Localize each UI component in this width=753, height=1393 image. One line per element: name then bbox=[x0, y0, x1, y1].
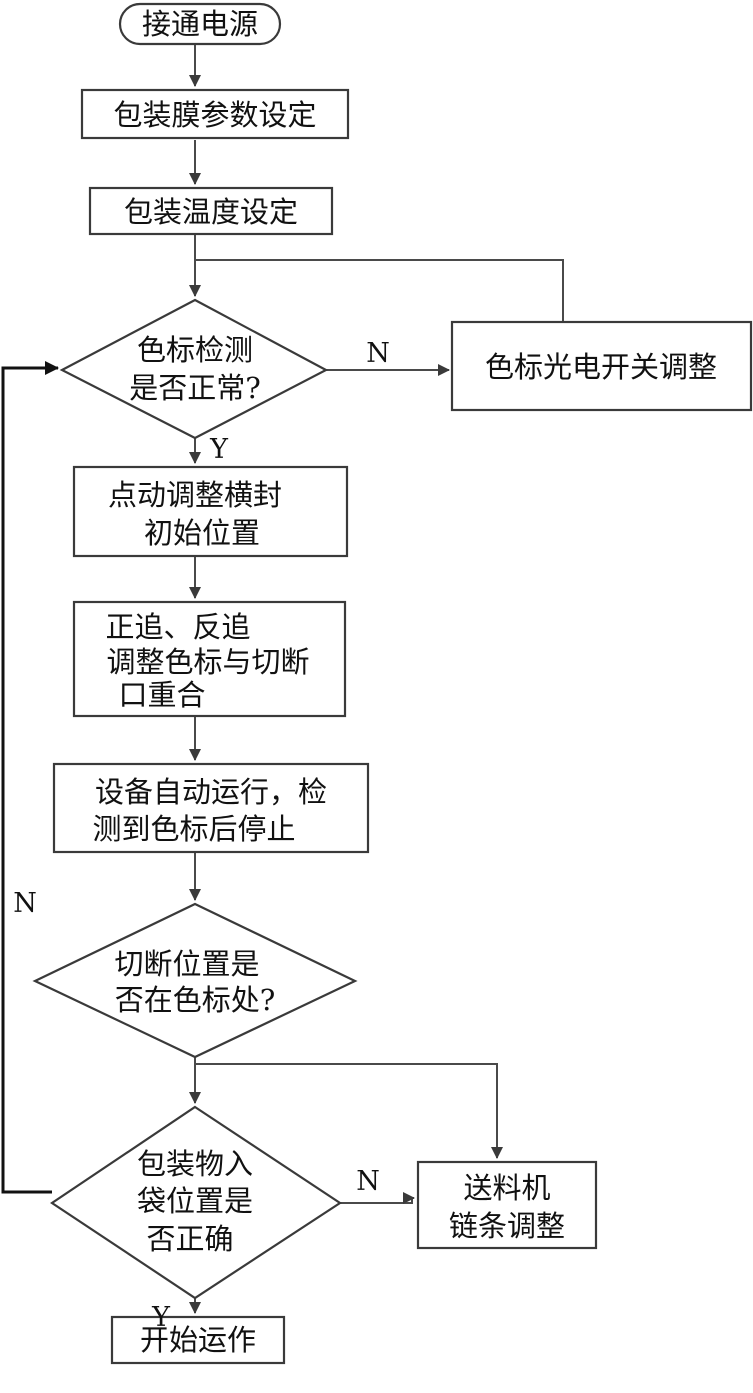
node-photo-adjust: 色标光电开关调整 bbox=[450, 320, 753, 412]
edge-bag-no bbox=[340, 1192, 415, 1204]
node-mark-check: 色标检测 是否正常? bbox=[59, 298, 329, 440]
node-cut-check: 切断位置是 否在色标处? bbox=[32, 902, 358, 1059]
node-temp-set: 包装温度设定 bbox=[88, 186, 334, 236]
node-feeder-adjust: 送料机 链条调整 bbox=[416, 1160, 598, 1250]
svg-text:开始运作: 开始运作 bbox=[140, 1323, 256, 1357]
svg-text:点动调整横封: 点动调整横封 bbox=[108, 478, 282, 512]
node-start: 接通电源 bbox=[118, 2, 282, 46]
node-film-params: 包装膜参数设定 bbox=[80, 88, 350, 140]
svg-text:是否正常?: 是否正常? bbox=[129, 371, 261, 405]
svg-text:正追、反追: 正追、反追 bbox=[105, 610, 250, 644]
node-chase-adjust: 正追、反追 调整色标与切断 口重合 bbox=[72, 600, 347, 718]
svg-text:否正确: 否正确 bbox=[146, 1222, 233, 1256]
svg-text:链条调整: 链条调整 bbox=[449, 1209, 565, 1243]
label-mark-yes: Y bbox=[209, 434, 229, 465]
svg-text:包装物入: 包装物入 bbox=[137, 1147, 253, 1181]
svg-text:否在色标处?: 否在色标处? bbox=[115, 983, 276, 1017]
node-bag-check: 包装物入 袋位置是 否正确 bbox=[50, 1105, 342, 1300]
svg-text:包装温度设定: 包装温度设定 bbox=[124, 195, 298, 229]
svg-text:切断位置是: 切断位置是 bbox=[114, 947, 259, 981]
edge-photo-return bbox=[195, 259, 564, 322]
node-auto-run: 设备自动运行，检 测到色标后停止 bbox=[52, 762, 370, 854]
svg-text:包装膜参数设定: 包装膜参数设定 bbox=[113, 98, 316, 132]
svg-text:色标检测: 色标检测 bbox=[137, 333, 253, 367]
svg-text:袋位置是: 袋位置是 bbox=[137, 1184, 253, 1218]
label-bag-no: N bbox=[356, 1166, 380, 1197]
svg-text:设备自动运行，检: 设备自动运行，检 bbox=[95, 775, 327, 809]
edge-loop-back bbox=[1, 361, 59, 1194]
svg-text:色标光电开关调整: 色标光电开关调整 bbox=[485, 350, 717, 384]
svg-text:初始位置: 初始位置 bbox=[144, 516, 260, 550]
node-jog-adjust: 点动调整横封 初始位置 bbox=[72, 465, 349, 558]
label-bag-yes: Y bbox=[151, 1302, 171, 1333]
svg-text:口重合: 口重合 bbox=[118, 678, 205, 712]
node-end: 开始运作 bbox=[110, 1315, 286, 1365]
label-loop-no: N bbox=[13, 888, 37, 919]
svg-text:送料机: 送料机 bbox=[463, 1171, 550, 1205]
svg-text:测到色标后停止: 测到色标后停止 bbox=[92, 812, 295, 846]
svg-text:调整色标与切断: 调整色标与切断 bbox=[106, 645, 309, 679]
edge-to-feeder bbox=[195, 1063, 503, 1159]
label-mark-no: N bbox=[366, 338, 390, 369]
svg-text:接通电源: 接通电源 bbox=[142, 7, 258, 41]
